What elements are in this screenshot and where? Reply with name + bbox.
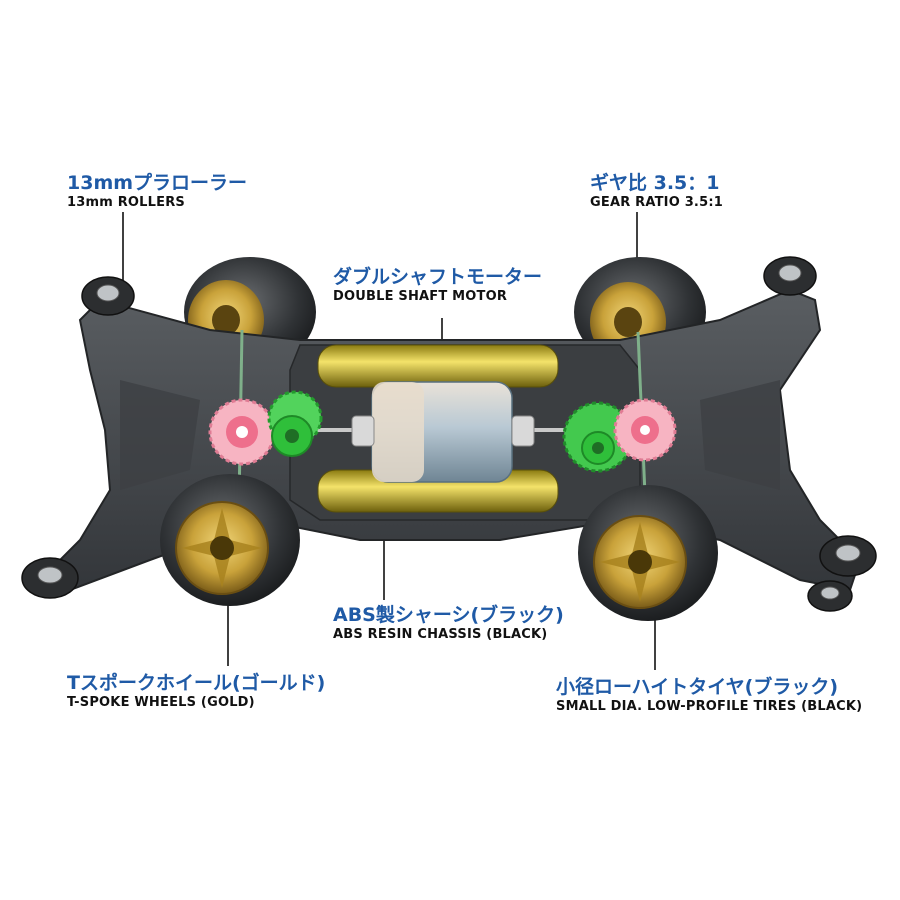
roller-rear-left [81, 276, 135, 316]
label-tires-jp: 小径ローハイトタイヤ(ブラック) [556, 676, 839, 698]
front-right-tire [578, 485, 718, 621]
label-wheels-jp: Tスポークホイール(ゴールド) [67, 672, 326, 694]
label-motor: ダブルシャフトモーター DOUBLE SHAFT MOTOR [333, 266, 542, 305]
label-gear-ratio: ギヤ比 3.5：1 GEAR RATIO 3.5:1 [590, 172, 723, 211]
label-tires: 小径ローハイトタイヤ(ブラック) SMALL DIA. LOW-PROFILE … [556, 676, 862, 715]
label-rollers: 13mmプラローラー 13mm ROLLERS [67, 172, 247, 211]
label-wheels-en: T-SPOKE WHEELS (GOLD) [67, 695, 255, 710]
front-left-tire [160, 474, 300, 606]
label-chassis-en: ABS RESIN CHASSIS (BLACK) [333, 627, 548, 642]
label-wheels: Tスポークホイール(ゴールド) T-SPOKE WHEELS (GOLD) [67, 672, 325, 711]
roller-front-left [21, 557, 79, 599]
label-motor-en: DOUBLE SHAFT MOTOR [333, 289, 508, 304]
label-rollers-jp: 13mmプラローラー [67, 172, 248, 194]
label-gear-ratio-jp: ギヤ比 3.5：1 [590, 172, 720, 194]
rollers [21, 256, 877, 612]
label-chassis-jp: ABS製シャーシ(ブラック) [333, 604, 564, 626]
gears-right [562, 398, 677, 473]
label-chassis: ABS製シャーシ(ブラック) ABS RESIN CHASSIS (BLACK) [333, 604, 564, 643]
roller-front-right [807, 535, 877, 612]
label-motor-jp: ダブルシャフトモーター [333, 266, 543, 288]
label-rollers-en: 13mm ROLLERS [67, 195, 185, 210]
gears-left [208, 390, 323, 466]
roller-rear-right [763, 256, 817, 296]
label-gear-ratio-en: GEAR RATIO 3.5:1 [590, 195, 723, 210]
label-tires-en: SMALL DIA. LOW-PROFILE TIRES (BLACK) [556, 699, 863, 714]
double-shaft-motor [351, 381, 535, 483]
